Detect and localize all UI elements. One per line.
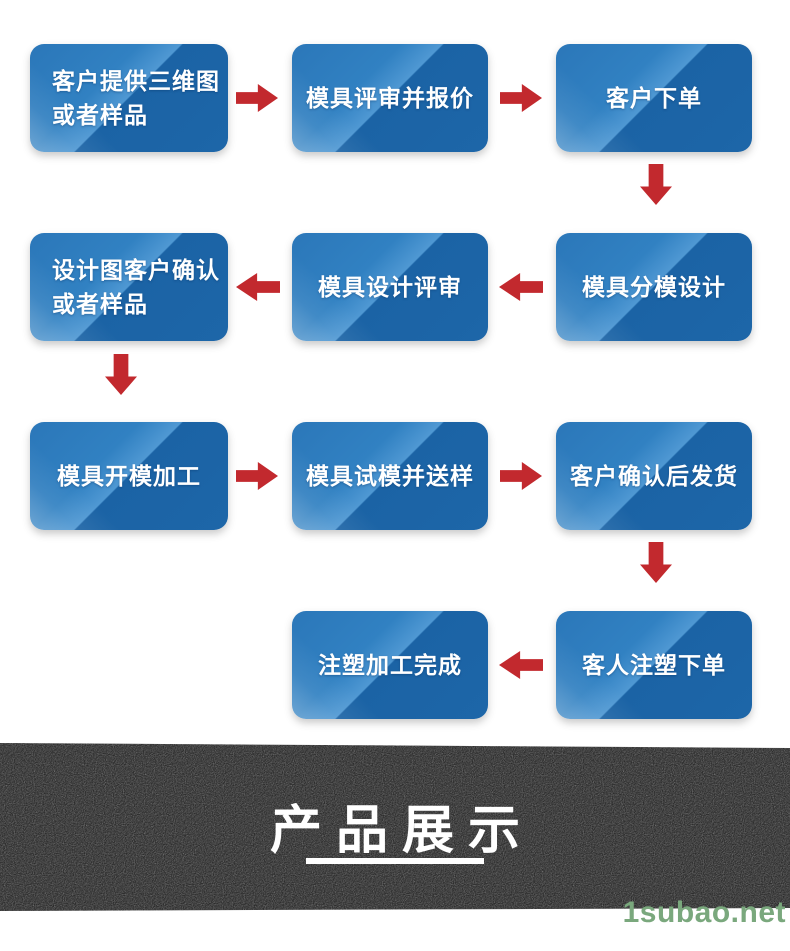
arrow-right-icon [500,84,542,112]
flow-node-label: 注塑加工完成 [318,652,462,678]
flow-node-design-confirmation: 设计图客户确认 或者样品 [30,233,228,341]
arrow-down-icon [640,164,672,205]
flow-node-mold-review-quote: 模具评审并报价 [292,44,488,152]
arrow-right-icon [236,462,278,490]
flow-node-mold-trial-sample: 模具试模并送样 [292,422,488,530]
arrow-right-icon [500,462,542,490]
flow-node-label: 模具开模加工 [57,463,201,489]
flow-node-label: 客户确认后发货 [570,463,738,489]
arrow-left-icon [236,273,280,301]
flow-node-label: 客人注塑下单 [582,652,726,678]
section-banner: 产品展示 [0,743,790,911]
flow-node-customer-order: 客户下单 [556,44,752,152]
arrow-down-icon [105,354,137,395]
flow-node-injection-complete: 注塑加工完成 [292,611,488,719]
flow-node-label: 模具试模并送样 [306,463,474,489]
arrow-right-icon [236,84,278,112]
flow-node-injection-order: 客人注塑下单 [556,611,752,719]
arrow-down-icon [640,542,672,583]
flow-node-label: 模具设计评审 [318,274,462,300]
flow-node-mold-parting-design: 模具分模设计 [556,233,752,341]
flow-node-customer-provides-drawing: 客户提供三维图 或者样品 [30,44,228,152]
flow-node-mold-machining: 模具开模加工 [30,422,228,530]
flow-node-label: 客户提供三维图 或者样品 [52,68,220,128]
arrow-left-icon [499,273,543,301]
banner-title: 产品展示 [269,802,534,860]
flow-node-label: 客户下单 [606,85,702,111]
flow-node-ship-after-confirmation: 客户确认后发货 [556,422,752,530]
noise-texture [0,743,790,911]
arrow-left-icon [499,651,543,679]
watermark-text: 1subao.net [622,896,786,929]
flow-node-label: 设计图客户确认 或者样品 [52,257,220,317]
flow-node-label: 模具评审并报价 [306,85,474,111]
banner-underline [306,858,484,864]
flow-node-mold-design-review: 模具设计评审 [292,233,488,341]
flow-node-label: 模具分模设计 [582,274,726,300]
